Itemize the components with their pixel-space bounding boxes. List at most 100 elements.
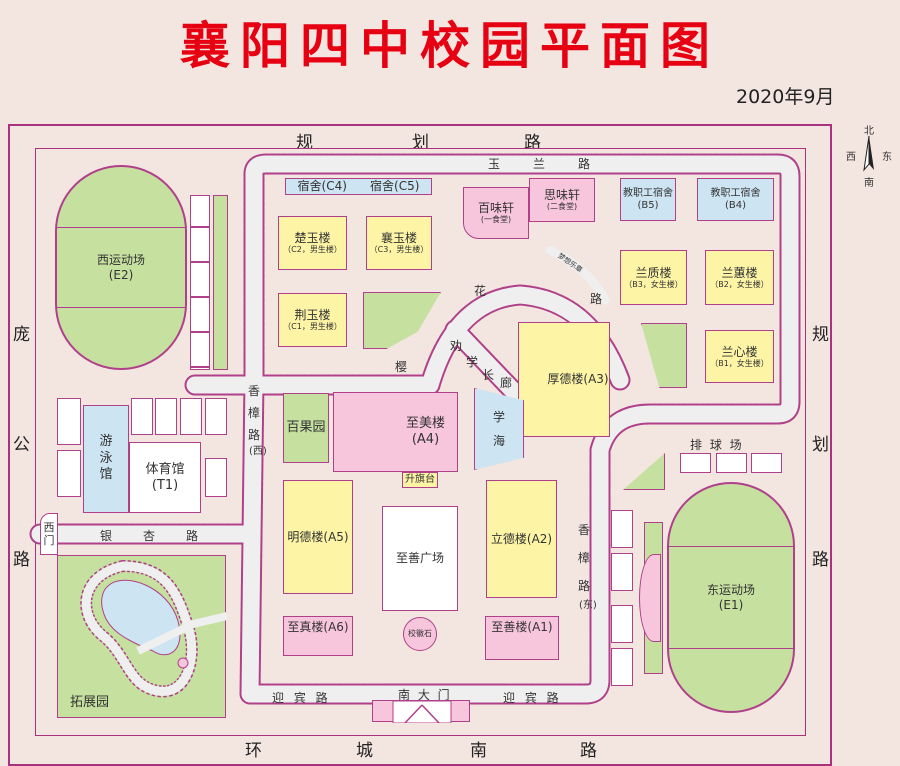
zhizhen-building[interactable]: 至真楼(A6) (283, 616, 353, 656)
compass-west: 西 (846, 152, 856, 163)
xiangyu-building[interactable]: 襄玉楼（C3，男生楼） (366, 216, 432, 270)
label: 门 (43, 534, 55, 547)
map-title: 襄阳四中校园平面图 (180, 17, 720, 75)
houde-building[interactable]: 厚德楼(A3) (518, 322, 610, 437)
south-gate-label: 南 大 门 (398, 688, 450, 702)
grandstand[interactable] (639, 554, 661, 642)
compass-south: 南 (864, 178, 874, 189)
road-label: 庞 (13, 325, 30, 345)
compass-north: 北 (864, 126, 874, 137)
swimming-pool[interactable]: 游泳馆 (83, 405, 129, 513)
gate-icon (392, 701, 452, 723)
baiwei-canteen[interactable]: 百味轩(一食堂) (463, 187, 529, 239)
volleyball-court[interactable] (716, 453, 747, 473)
gymnasium[interactable]: 体育馆(T1) (129, 442, 201, 513)
south-gate[interactable] (372, 700, 470, 723)
mingde-building[interactable]: 明德楼(A5) (283, 480, 353, 594)
label: 馆 (99, 467, 113, 483)
sublabel: （C2，男生楼） (283, 245, 342, 255)
zhimei-building[interactable]: 至美楼(A4) (333, 392, 458, 472)
label: 思味轩 (543, 188, 580, 202)
char: 路 (247, 428, 260, 442)
baiguo-garden[interactable]: 百果园 (283, 393, 329, 463)
label: 兰蕙楼 (721, 265, 758, 280)
sublabel: (一食堂) (480, 215, 512, 225)
east-sports-field[interactable]: 东运动场(E1) (667, 482, 795, 713)
road-label-quanxue: 学 (466, 355, 479, 369)
road-label-quanxue: 廊 (500, 376, 513, 390)
lide-building[interactable]: 立德楼(A2) (486, 480, 557, 598)
label: 体育馆 (145, 461, 185, 477)
label: 襄玉楼 (380, 231, 417, 245)
compass-east: 东 (882, 152, 892, 163)
basketball-court[interactable] (205, 458, 227, 497)
dorm-c4-c5[interactable]: 宿舍(C4)宿舍(C5) (285, 178, 432, 195)
label: 明德楼(A5) (287, 529, 349, 544)
siwei-canteen[interactable]: 思味轩(二食堂) (529, 178, 595, 222)
label: 兰心楼 (721, 344, 758, 359)
label: 百果园 (286, 420, 326, 436)
tennis-court[interactable] (155, 398, 177, 435)
volleyball-court[interactable] (680, 453, 711, 473)
tennis-courts[interactable] (190, 195, 210, 370)
char: 路 (577, 579, 590, 593)
label: 海 (492, 434, 505, 448)
jingyu-building[interactable]: 荆玉楼（C1，男生楼） (278, 293, 347, 347)
sublabel: (二食堂) (546, 202, 578, 212)
road-label-yinghua: 樱 (395, 360, 408, 374)
volleyball-court[interactable] (751, 453, 782, 473)
basketball-court[interactable] (180, 398, 202, 435)
char: (西) (249, 446, 267, 457)
lanzhi-building[interactable]: 兰质楼（B3，女生楼） (620, 250, 687, 305)
flag-platform[interactable]: 升旗台 (402, 472, 438, 488)
basketball-court[interactable] (611, 553, 633, 591)
map-date: 2020年9月 (736, 86, 835, 108)
chuyu-building[interactable]: 楚玉楼（C2，男生楼） (278, 216, 347, 270)
west-gate[interactable]: 西门 (40, 513, 58, 555)
staff-dorm-b5[interactable]: 教职工宿舍(B5) (620, 178, 676, 221)
label: 兰质楼 (635, 265, 672, 280)
basketball-court[interactable] (611, 605, 633, 643)
lanxin-building[interactable]: 兰心楼（B1，女生楼） (705, 330, 774, 383)
tennis-court[interactable] (131, 398, 153, 435)
label: 至真楼(A6) (287, 620, 349, 634)
west-sports-field[interactable]: 西运动场(E2) (55, 165, 187, 370)
tennis-court[interactable] (57, 450, 81, 497)
xuehai-library[interactable]: 学海 (474, 388, 524, 470)
road-label-quanxue: 长 (482, 368, 495, 382)
road-label-yingbin: 迎 宾 路 (503, 691, 559, 705)
road-label-xiangzhang-east: 香樟路(东) (577, 516, 597, 612)
road-label-quanxue: 劝 (450, 339, 463, 353)
sublabel: (B4) (724, 199, 747, 211)
road-label-yingbin: 迎 宾 路 (272, 691, 328, 705)
sublabel: （C1，男生楼） (283, 322, 342, 332)
label: 厚德楼(A3) (547, 372, 609, 387)
basketball-court[interactable] (611, 648, 633, 686)
sublabel: (T1) (151, 477, 179, 493)
volleyball-label: 排 球 场 (690, 438, 742, 452)
label: 立德楼(A2) (490, 531, 553, 546)
label: 宿舍(C4) (297, 179, 347, 194)
label: 西 (43, 520, 55, 534)
road-label-yinghua: 花 (474, 284, 487, 298)
sublabel: (E1) (718, 597, 744, 612)
label: 校徽石 (408, 629, 432, 639)
zhishan-square[interactable]: 至善广场 (382, 506, 458, 611)
road-label-xiangzhang-west: 香樟路(西) (247, 380, 267, 458)
lanhui-building[interactable]: 兰蕙楼（B2，女生楼） (705, 250, 774, 305)
road-label: 城 (356, 741, 373, 761)
zhishan-building[interactable]: 至善楼(A1) (485, 616, 559, 660)
basketball-court[interactable] (205, 398, 227, 435)
tuozhan-garden[interactable]: 拓展园 (57, 555, 227, 718)
field-lines (669, 546, 793, 649)
field-lines (57, 227, 185, 308)
label: 西运动场 (96, 253, 145, 268)
basketball-court[interactable] (611, 510, 633, 548)
compass: 北 西 东 南 (842, 120, 892, 190)
road-label: 路 (812, 550, 829, 570)
school-emblem-stone[interactable]: 校徽石 (403, 617, 437, 651)
road-label-yinghua: 路 (590, 292, 603, 306)
sublabel: （B1，女生楼） (710, 358, 769, 368)
staff-dorm-b4[interactable]: 教职工宿舍(B4) (697, 178, 774, 221)
tennis-court[interactable] (57, 398, 81, 445)
